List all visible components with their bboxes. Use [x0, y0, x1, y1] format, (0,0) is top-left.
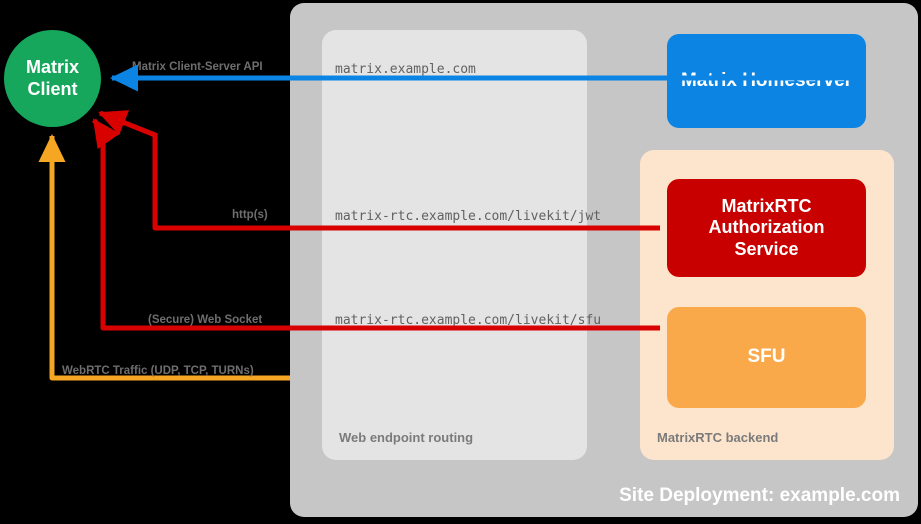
endpoint-matrix-host: matrix.example.com	[335, 62, 476, 77]
group-web-endpoint-routing: Web endpoint routing	[322, 30, 587, 460]
node-matrix-homeserver-label: Matrix Homeserver	[680, 69, 853, 91]
node-matrixrtc-authorization-service-label: MatrixRTC Authorization Service	[708, 196, 825, 259]
group-web-endpoint-routing-label: Web endpoint routing	[339, 430, 474, 445]
endpoint-livekit-sfu: matrix-rtc.example.com/livekit/sfu	[335, 313, 602, 328]
edge-label-https: http(s)	[232, 209, 268, 221]
node-matrix-client[interactable]: Matrix Client	[4, 30, 101, 127]
endpoint-livekit-jwt: matrix-rtc.example.com/livekit/jwt	[335, 209, 602, 224]
node-matrix-homeserver[interactable]: Matrix Homeserver	[667, 34, 866, 128]
edge-label-cs-api: Matrix Client-Server API	[132, 61, 263, 73]
node-sfu[interactable]: SFU	[667, 307, 866, 408]
edge-label-webrtc: WebRTC Traffic (UDP, TCP, TURNs)	[62, 365, 254, 377]
node-sfu-label: SFU	[747, 346, 786, 368]
node-matrix-client-label: Matrix Client	[25, 57, 79, 99]
group-site-deployment-label: Site Deployment: example.com	[619, 485, 900, 506]
edge-label-websocket: (Secure) Web Socket	[148, 314, 263, 326]
node-matrixrtc-authorization-service[interactable]: MatrixRTC Authorization Service	[667, 179, 866, 277]
group-matrixrtc-backend-label: MatrixRTC backend	[657, 430, 779, 445]
